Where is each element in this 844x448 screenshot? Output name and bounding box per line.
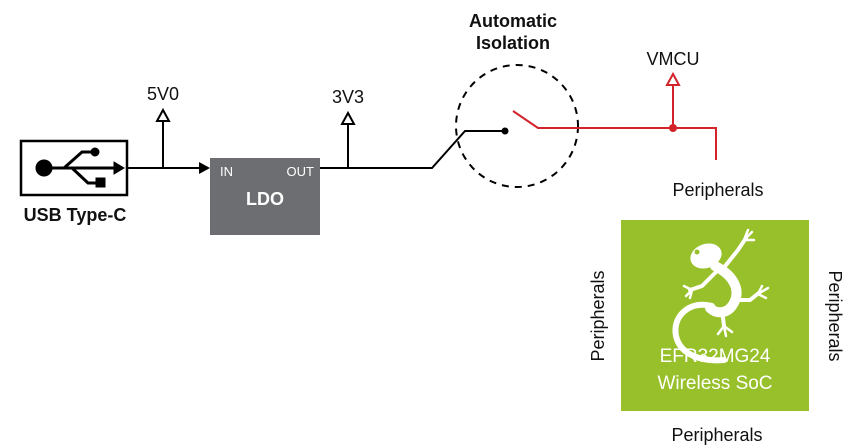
soc-block: EFR32MG24 Wireless SoC — [621, 220, 809, 411]
vmcu-junction — [669, 124, 677, 132]
peripherals-top-label: Peripherals — [672, 180, 763, 200]
rail-3v3-label: 3V3 — [332, 87, 364, 107]
vmcu-wiring — [512, 71, 717, 160]
ldo-title: LDO — [246, 189, 284, 209]
isolation-label-line1: Automatic — [469, 11, 557, 31]
peripherals-right-label: Peripherals — [825, 270, 844, 361]
soc-name-label: EFR32MG24 — [660, 346, 771, 367]
peripherals-left-label: Peripherals — [588, 270, 608, 361]
usb-icon — [35, 147, 125, 188]
ldo-out-label: OUT — [287, 164, 315, 179]
isolation-label-line2: Isolation — [476, 33, 550, 53]
usb-label: USB Type-C — [24, 205, 127, 225]
power-arrow-icon — [155, 107, 171, 122]
rail-5v0-tap — [155, 107, 171, 168]
peripherals-bottom-label: Peripherals — [671, 425, 762, 445]
usb-connector — [19, 139, 129, 197]
rail-5v0-label: 5V0 — [147, 84, 179, 104]
rail-vmcu-label: VMCU — [647, 49, 700, 69]
ldo-in-label: IN — [220, 164, 233, 179]
ldo-block: IN OUT LDO — [210, 158, 320, 235]
power-arrow-icon — [665, 71, 681, 86]
rail-3v3-tap — [340, 110, 356, 168]
wire-usb-ldo — [127, 162, 210, 174]
power-arrow-icon — [340, 110, 356, 125]
gecko-icon — [672, 228, 770, 364]
isolation-circle — [455, 64, 579, 188]
switch-pivot — [501, 127, 509, 135]
ldo-body — [210, 158, 320, 235]
wire-ldo-switch — [320, 130, 505, 169]
soc-type-label: Wireless SoC — [657, 373, 772, 394]
